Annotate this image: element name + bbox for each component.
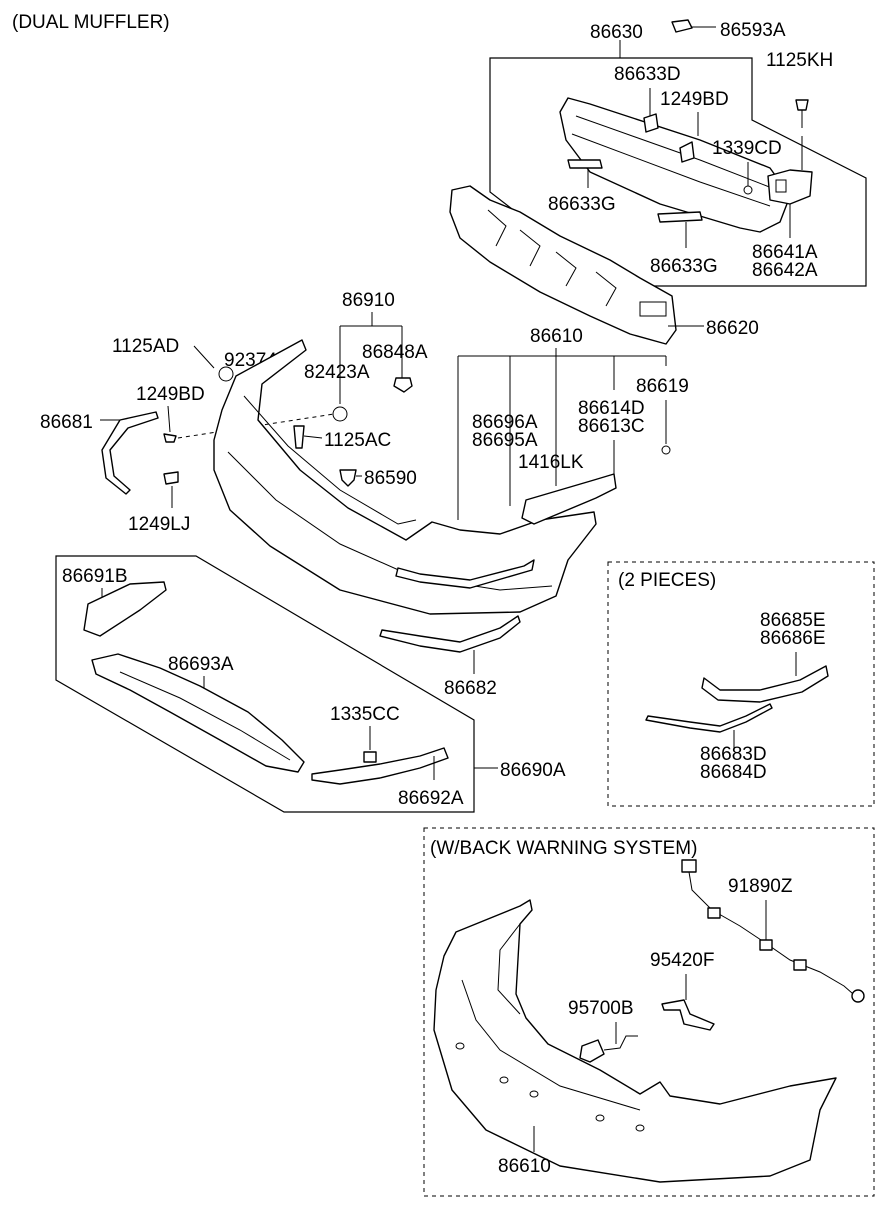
header-2-pieces: (2 PIECES) xyxy=(618,570,716,591)
label-86633G-a: 86633G xyxy=(548,194,616,215)
label-1249BD: 1249BD xyxy=(136,384,205,405)
label-86686E: 86686E xyxy=(760,628,826,649)
screw-1249BD xyxy=(163,433,177,443)
under-cover-group: 86691B 86693A 1335CC 86692A 86690A xyxy=(55,555,566,813)
label-86633G-b: 86633G xyxy=(650,256,718,277)
label-86619: 86619 xyxy=(636,376,689,397)
screw-1249LJ xyxy=(163,471,179,485)
label-86848A: 86848A xyxy=(362,342,428,363)
label-86682: 86682 xyxy=(444,678,497,699)
label-86681: 86681 xyxy=(40,412,93,433)
bumper-cover-group: 86910 86848A 82423A 92374 1125AD 1249BD … xyxy=(40,290,689,615)
energy-absorber-86620 xyxy=(449,185,677,345)
label-86613C: 86613C xyxy=(578,416,645,437)
label-86696A: 86696A xyxy=(472,412,538,433)
reinforcement-group: 86630 86593A 86633D 1249BD 1339CD 1125KH… xyxy=(489,19,867,287)
reflector-strip xyxy=(395,559,535,589)
under-cover-frame xyxy=(55,555,475,813)
bolt-1125KH xyxy=(795,99,809,111)
label-86590: 86590 xyxy=(364,468,417,489)
label-86620: 86620 xyxy=(706,318,759,339)
label-86692A: 86692A xyxy=(398,788,464,809)
clip-86593A xyxy=(671,19,693,33)
sensor-95700B xyxy=(579,1039,605,1063)
label-95700B: 95700B xyxy=(568,998,634,1019)
label-86593A: 86593A xyxy=(720,20,786,41)
label-1125AD: 1125AD xyxy=(112,336,179,357)
label-86610: 86610 xyxy=(530,326,583,347)
label-86614D: 86614D xyxy=(578,398,645,419)
clip-1335CC xyxy=(363,751,377,763)
label-86693A: 86693A xyxy=(168,654,234,675)
moulding-86683D xyxy=(645,703,773,733)
header-dual-muffler: (DUAL MUFFLER) xyxy=(12,12,170,33)
bracket-86641A xyxy=(767,169,813,205)
bracket-86633G-a xyxy=(567,159,603,169)
clip-86848A xyxy=(393,377,413,393)
label-86683D: 86683D xyxy=(700,744,767,765)
bracket-86691B xyxy=(83,581,167,637)
label-1339CD: 1339CD xyxy=(712,138,782,159)
screw-1125AC xyxy=(293,425,305,449)
two-pieces-group: (2 PIECES) 86685E 86686E 86683D 86684D xyxy=(607,561,875,807)
label-86684D: 86684D xyxy=(700,762,767,783)
bumper-cover-main xyxy=(213,339,597,615)
label-86691B: 86691B xyxy=(62,566,128,587)
under-cover-86693A xyxy=(91,653,305,773)
label-86685E: 86685E xyxy=(760,610,826,631)
bracket-86633G-b xyxy=(657,211,703,223)
label-86642A: 86642A xyxy=(752,260,818,281)
bumper-cover-with-sensors xyxy=(433,899,837,1183)
nut-86619 xyxy=(661,445,671,455)
label-86630: 86630 xyxy=(590,22,643,43)
clip-86590 xyxy=(339,469,357,487)
energy-absorber-group: 86620 xyxy=(449,185,759,345)
label-86910: 86910 xyxy=(342,290,395,311)
label-86695A: 86695A xyxy=(472,430,538,451)
back-warning-frame xyxy=(423,827,875,1197)
label-1416LK: 1416LK xyxy=(518,452,584,473)
label-91890Z: 91890Z xyxy=(728,876,793,897)
label-95420F: 95420F xyxy=(650,950,714,971)
label-86610-b: 86610 xyxy=(498,1156,551,1177)
bracket-86692A xyxy=(311,747,449,785)
label-86641A: 86641A xyxy=(752,242,818,263)
label-86690A: 86690A xyxy=(500,760,566,781)
bolt-1125AD xyxy=(218,366,234,382)
nut-1339CD xyxy=(743,185,753,195)
bracket-95420F xyxy=(661,999,715,1031)
label-82423A: 82423A xyxy=(304,362,370,383)
bumper-beam-86630 xyxy=(559,97,791,233)
header-back-warning: (W/BACK WARNING SYSTEM) xyxy=(430,838,697,859)
label-86633D: 86633D xyxy=(614,64,681,85)
label-1335CC: 1335CC xyxy=(330,704,400,725)
bracket-upper xyxy=(679,141,695,163)
label-1125KH: 1125KH xyxy=(766,50,833,71)
side-bracket-86681 xyxy=(101,411,159,495)
grommet-82423A xyxy=(332,406,348,422)
support-86614D xyxy=(521,473,617,525)
garnish-86685E xyxy=(701,665,829,703)
label-1249BD-top: 1249BD xyxy=(660,89,729,110)
label-1125AC: 1125AC xyxy=(324,430,391,451)
two-pieces-frame xyxy=(607,561,875,807)
moulding-86682 xyxy=(379,615,521,653)
label-1249LJ: 1249LJ xyxy=(128,514,190,535)
back-warning-group: (W/BACK WARNING SYSTEM) 91890Z 95420F 95… xyxy=(423,827,875,1197)
bracket-86633D xyxy=(643,113,659,133)
